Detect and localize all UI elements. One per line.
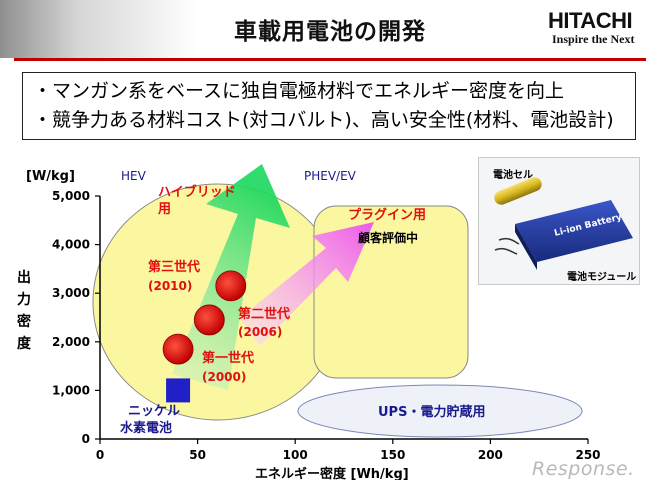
- ups-region: [297, 384, 583, 438]
- y-axis-title-char: 度: [17, 335, 32, 352]
- plugin-label: プラグイン用: [348, 207, 426, 223]
- ups-label: UPS・電力貯蔵用: [378, 404, 485, 420]
- battery-cell-icon: [494, 177, 542, 205]
- density-chart: 0 50 100 150 200 250 0 1,000 2,000 3,000 4,000 5,00…: [16, 164, 601, 480]
- gen3-label: 第三世代: [148, 259, 200, 275]
- y-unit-label: [W/kg]: [26, 169, 75, 184]
- logo-tagline: Inspire the Next: [552, 32, 635, 46]
- evaluation-label: 顧客評価中: [358, 230, 418, 245]
- generation-marker: [215, 270, 247, 302]
- y-tick-label: 2,000: [52, 335, 90, 349]
- gen2-year: (2006): [238, 325, 282, 339]
- x-tick-label: 0: [96, 448, 104, 462]
- page-title: 車載用電池の開発: [234, 19, 426, 45]
- data-markers: [162, 270, 247, 403]
- header-rule: [14, 58, 646, 61]
- gen1-year: (2000): [202, 370, 246, 384]
- battery-module-icon: Li-ion Battery: [494, 200, 633, 270]
- y-tick-label: 4,000: [52, 238, 90, 252]
- y-tick-label: 0: [82, 432, 90, 446]
- x-tick-label: 150: [380, 448, 405, 462]
- x-axis-title: エネルギー密度 [Wh/kg]: [255, 466, 409, 480]
- y-axis-title-char: 出: [17, 269, 31, 286]
- module-label: 電池モジュール: [567, 272, 637, 283]
- y-tick-label: 5,000: [52, 189, 90, 203]
- x-tick-label: 250: [575, 448, 600, 462]
- y-axis-title-char: 力: [17, 291, 31, 308]
- hitachi-logo: HITACHI: [548, 8, 633, 33]
- axis-ticks: 0 50 100 150 200 250 0 1,000 2,000 3,000 4,000 5,00…: [52, 189, 601, 462]
- y-tick-label: 3,000: [52, 286, 90, 300]
- x-tick-label: 200: [478, 448, 503, 462]
- summary-box: ・マンガン系をベースに独自電極材料でエネルギー密度を向上 ・競争力ある材料コスト…: [22, 72, 636, 140]
- gen3-year: (2010): [148, 279, 192, 293]
- y-tick-label: 1,000: [52, 383, 90, 397]
- y-axis-title-char: 密: [16, 313, 31, 330]
- battery-illustration: Li-ion Battery: [494, 177, 633, 270]
- nimh-marker: [166, 378, 191, 403]
- plugin-arrow: [240, 222, 374, 346]
- generation-marker: [162, 333, 194, 365]
- header-background: [0, 0, 660, 58]
- generation-marker: [193, 304, 225, 336]
- bullet-line: ・競争力ある材料コスト(対コバルト)、高い安全性(材料、電池設計): [33, 109, 614, 131]
- hybrid-label: ハイブリッド用: [157, 184, 236, 217]
- battery-photo: 電池セル Li-ion Battery 電池モジュール: [478, 157, 640, 285]
- gen2-label: 第二世代: [238, 306, 290, 322]
- gen1-label: 第一世代: [202, 350, 254, 366]
- bullet-line: ・マンガン系をベースに独自電極材料でエネルギー密度を向上: [33, 80, 565, 102]
- nimh-label: ニッケル水素電池: [120, 404, 180, 436]
- hev-label: HEV: [121, 169, 147, 183]
- x-tick-label: 50: [189, 448, 206, 462]
- cell-label: 電池セル: [493, 170, 533, 181]
- phev-label: PHEV/EV: [304, 169, 357, 183]
- x-tick-label: 100: [283, 448, 308, 462]
- response-watermark: Response.: [532, 458, 635, 480]
